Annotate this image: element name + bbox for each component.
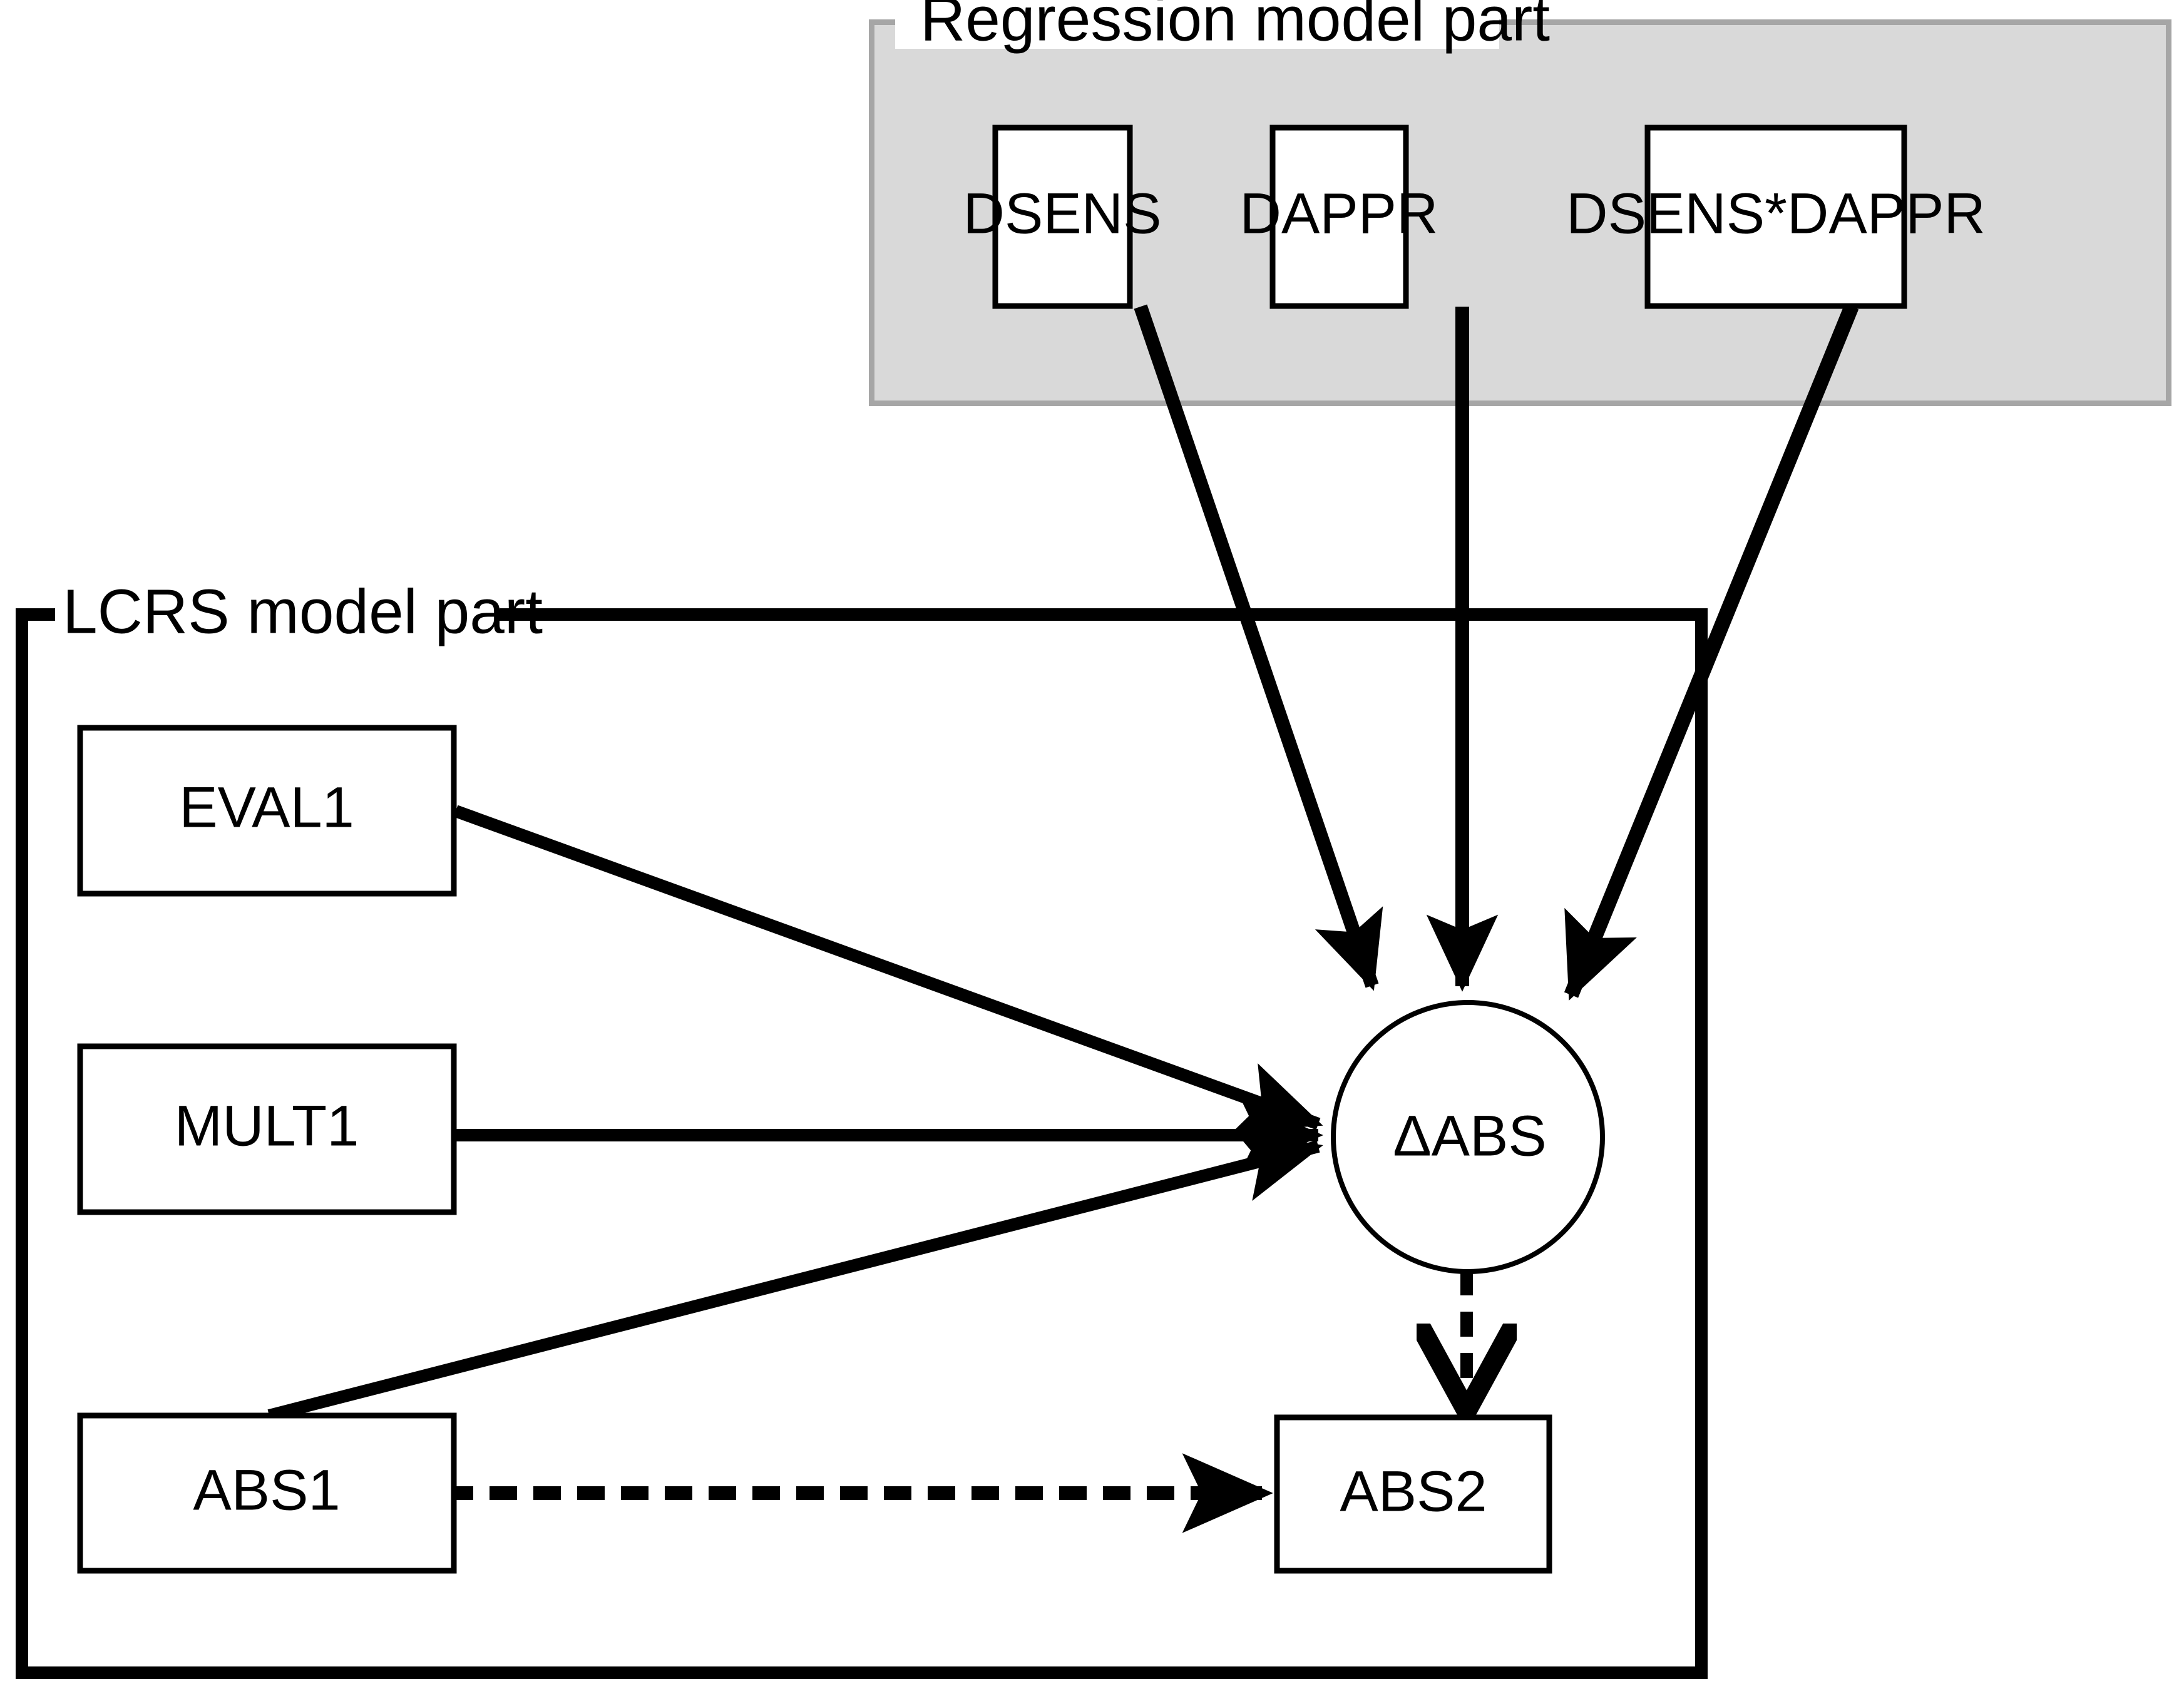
node-dappr-label: DAPPR [1240, 181, 1438, 245]
edge-abs1-to-delta-abs [267, 1130, 1323, 1422]
node-abs1[interactable]: ABS1 [77, 1412, 457, 1574]
edge-dsens-dappr-to-delta-abs [1564, 304, 1859, 1001]
node-abs2-label: ABS2 [1340, 1459, 1487, 1523]
node-eval1[interactable]: EVAL1 [77, 725, 457, 897]
node-dsens-label: DSENS [963, 181, 1162, 245]
node-dappr[interactable]: DAPPR [1240, 125, 1438, 309]
regression-model-part-label-group: Regression model part [920, 0, 1550, 54]
lcrs-model-part-label-group: LCRS model part [55, 576, 543, 646]
node-mult1-label: MULT1 [175, 1094, 359, 1158]
node-dsens-dappr-label: DSENS*DAPPR [1566, 181, 1986, 245]
node-mult1[interactable]: MULT1 [77, 1043, 457, 1215]
node-dsens[interactable]: DSENS [963, 125, 1162, 309]
node-abs1-label: ABS1 [193, 1458, 340, 1522]
node-delta-abs[interactable]: ΔABS [1331, 1000, 1605, 1274]
edge-eval1-to-delta-abs [453, 805, 1323, 1132]
node-abs2[interactable]: ABS2 [1274, 1414, 1552, 1574]
edge-dsens-to-delta-abs [1134, 304, 1383, 991]
lcrs-model-part-label: LCRS model part [63, 576, 543, 646]
node-delta-abs-label: ΔABS [1393, 1104, 1547, 1168]
node-dsens-dappr[interactable]: DSENS*DAPPR [1566, 125, 1986, 309]
node-eval1-label: EVAL1 [179, 775, 354, 839]
regression-model-part-label: Regression model part [920, 0, 1550, 54]
